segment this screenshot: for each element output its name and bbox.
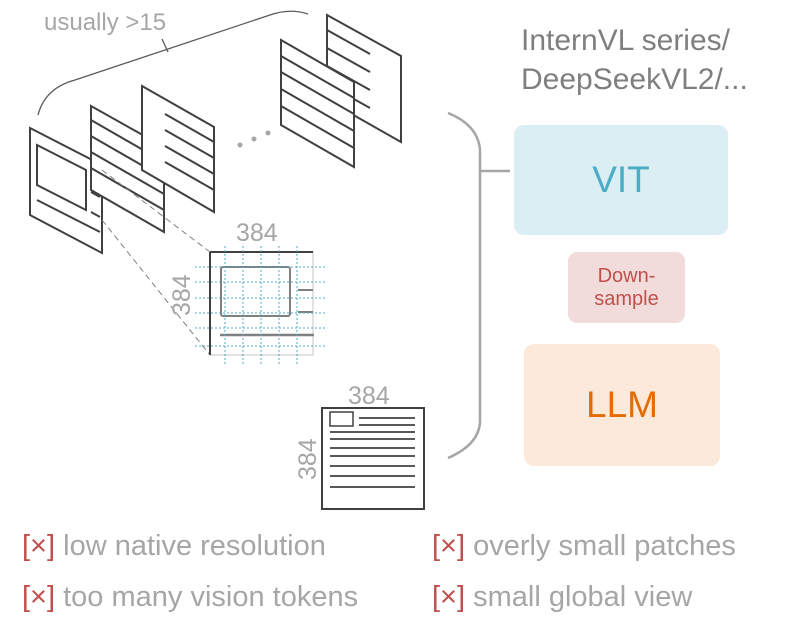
ellipsis-dots xyxy=(237,130,271,148)
llm-module: LLM xyxy=(524,344,720,466)
input-brace xyxy=(447,111,482,460)
downsample-module: Down- sample xyxy=(568,252,685,323)
cross-icon: [×] xyxy=(22,530,56,562)
crop-zoom-view xyxy=(195,246,325,364)
cross-icon: [×] xyxy=(432,581,466,613)
downsample-label-line2: sample xyxy=(594,287,659,310)
projection-lines xyxy=(101,169,211,356)
vit-module: VIT xyxy=(514,125,728,235)
tiles-brace xyxy=(37,10,309,116)
crop-height-label: 384 xyxy=(168,274,196,316)
issue-small-global-view: [×] small global view xyxy=(432,581,692,614)
image-tile-3 xyxy=(141,84,215,214)
downsample-label-line1: Down- xyxy=(597,264,656,287)
global-height-label: 384 xyxy=(294,438,322,480)
issue-too-many-vision-tokens: [×] too many vision tokens xyxy=(22,581,358,614)
llm-label: LLM xyxy=(586,384,658,425)
issue-text: overly small patches xyxy=(473,530,736,562)
issue-low-native-resolution: [×] low native resolution xyxy=(22,530,326,563)
global-width-label: 384 xyxy=(348,382,390,410)
brace-tick xyxy=(161,38,169,53)
model-family-line2: DeepSeekVL2/... xyxy=(521,63,748,96)
cross-icon: [×] xyxy=(22,581,56,613)
model-family-line1: InternVL series/ xyxy=(521,24,731,57)
issue-text: too many vision tokens xyxy=(63,581,359,613)
cross-icon: [×] xyxy=(432,530,466,562)
issue-overly-small-patches: [×] overly small patches xyxy=(432,530,736,563)
patch-grid xyxy=(195,246,325,364)
vit-label: VIT xyxy=(592,159,650,200)
issue-text: low native resolution xyxy=(63,530,326,562)
global-view-thumbnail xyxy=(321,407,425,510)
image-tile-n xyxy=(280,38,355,169)
image-tile-1 xyxy=(29,126,103,255)
count-label: usually >15 xyxy=(44,9,166,36)
issue-text: small global view xyxy=(473,581,693,613)
crop-width-label: 384 xyxy=(236,219,278,247)
